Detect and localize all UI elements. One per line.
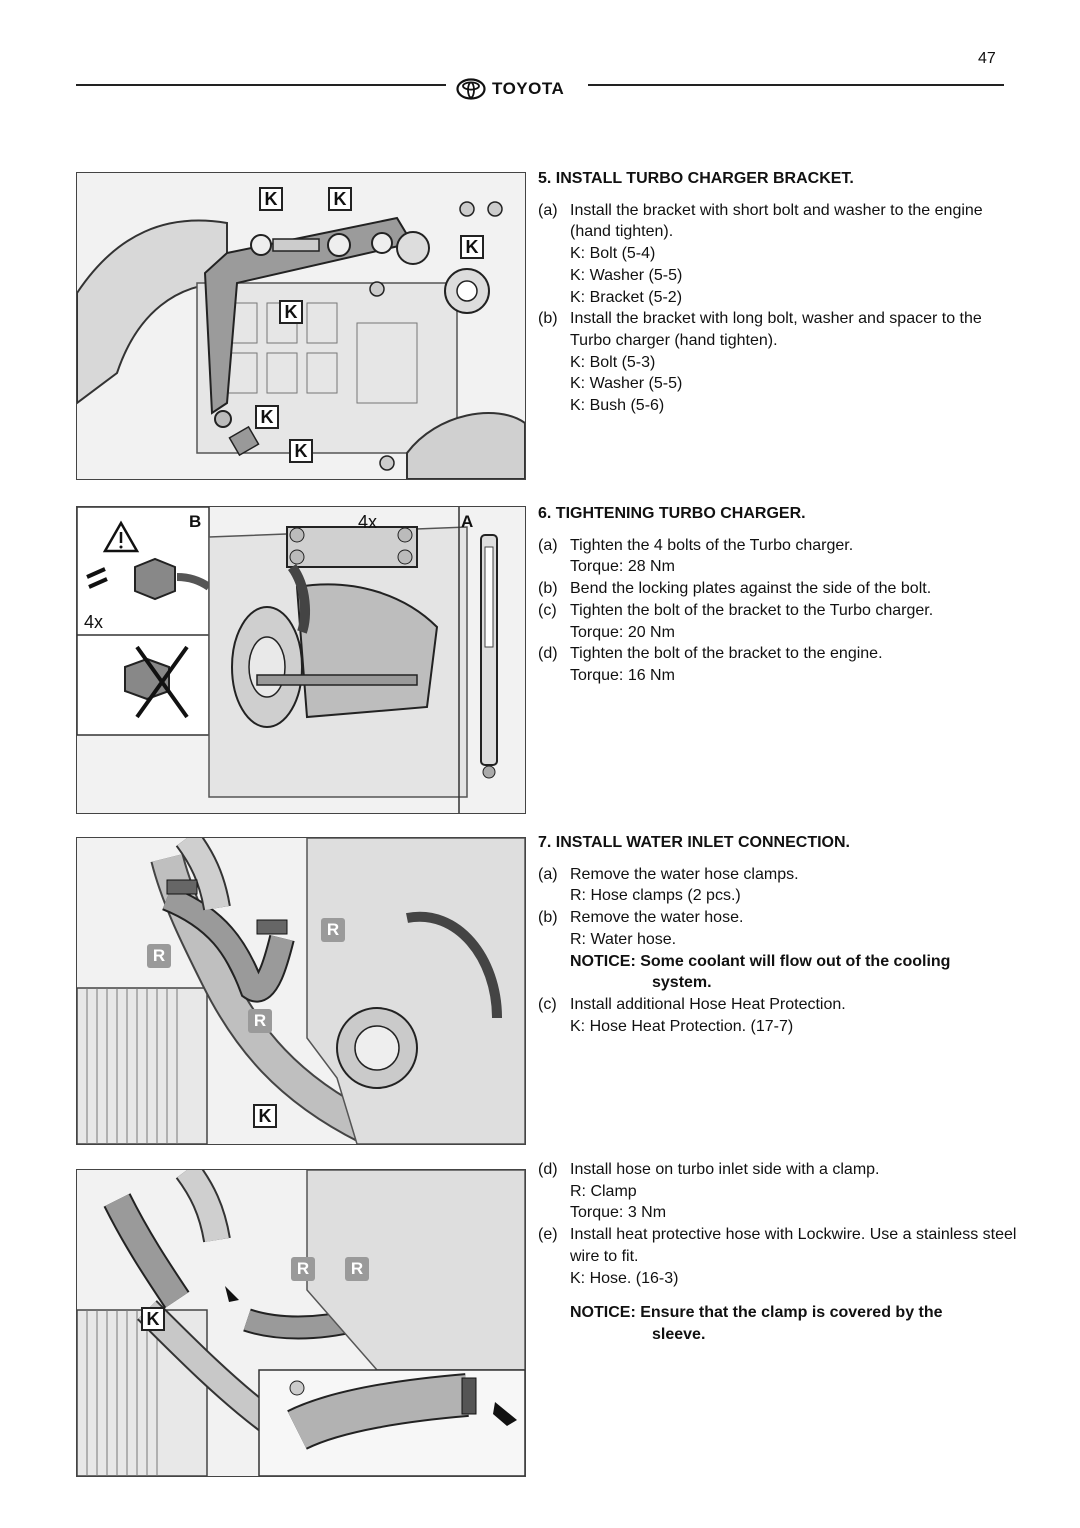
part-item: K: Bolt (5-3) (570, 353, 656, 371)
step-marker: (d) (538, 645, 558, 663)
step-marker: (b) (538, 580, 558, 598)
part-item: K: Bush (5-6) (570, 397, 665, 415)
step-text: Install heat protective hose with Lockwi… (570, 1226, 1017, 1265)
toyota-emblem-icon (456, 78, 486, 100)
step-5a: (a) Install the bracket with short bolt … (538, 200, 1018, 243)
step-text: Remove the water hose clamps. (570, 865, 799, 883)
part-item: K: Washer (5-5) (570, 266, 683, 284)
step-7c: (c) Install additional Hose Heat Protect… (538, 994, 1018, 1016)
callout-k-1: K (259, 187, 283, 211)
notice-head: NOTICE: Some coolant will flow out of th… (570, 952, 951, 970)
part-item: K: Hose. (16-3) (570, 1269, 679, 1287)
figure-hose-install: R R K (76, 1169, 526, 1477)
section-7: 7. INSTALL WATER INLET CONNECTION. (a) R… (538, 832, 1018, 1037)
step-text: Remove the water hose. (570, 909, 744, 927)
section-7-title: 7. INSTALL WATER INLET CONNECTION. (538, 834, 850, 851)
section-6: 6. TIGHTENING TURBO CHARGER. (a) Tighten… (538, 503, 1018, 687)
step-text: Install the bracket with long bolt, wash… (570, 310, 982, 349)
figure-water-hose-removal: R R R K (76, 837, 526, 1145)
callout-k-2: K (328, 187, 352, 211)
section-7-continued: (d) Install hose on turbo inlet side wit… (538, 1159, 1018, 1346)
callout-r-3: R (248, 1009, 272, 1033)
step-text: Install the bracket with short bolt and … (570, 201, 983, 241)
water-hose-illustration (77, 838, 525, 1144)
page-number: 47 (978, 50, 996, 67)
part-item: R: Water hose. (570, 930, 677, 948)
engine-bracket-illustration (77, 173, 525, 479)
callout-r-1: R (291, 1257, 315, 1281)
callout-k-3: K (460, 235, 484, 259)
step-6c: (c) Tighten the bolt of the bracket to t… (538, 600, 1018, 622)
label-4x-top: 4x (358, 512, 378, 532)
section-5-title: 5. INSTALL TURBO CHARGER BRACKET. (538, 170, 854, 187)
part-item: K: Bolt (5-4) (570, 245, 656, 263)
notice-head: NOTICE: Ensure that the clamp is covered… (570, 1304, 943, 1322)
callout-k-hose: K (253, 1104, 277, 1128)
header-rule-left (76, 84, 446, 86)
step-marker: (e) (538, 1226, 558, 1244)
torque-spec: Torque: 20 Nm (570, 623, 675, 641)
step-text: Bend the locking plates against the side… (570, 580, 932, 598)
step-7e: (e) Install heat protective hose with Lo… (538, 1224, 1018, 1267)
callout-r-2: R (345, 1257, 369, 1281)
part-item: R: Clamp (570, 1182, 637, 1200)
step-6a: (a) Tighten the 4 bolts of the Turbo cha… (538, 535, 1018, 557)
step-marker: (c) (538, 601, 557, 619)
brand-name: TOYOTA (492, 79, 565, 98)
step-marker: (a) (538, 201, 558, 219)
step-text: Tighten the 4 bolts of the Turbo charger… (570, 536, 854, 554)
turbo-tightening-illustration (77, 507, 525, 813)
torque-spec: Torque: 3 Nm (570, 1204, 667, 1222)
torque-spec: Torque: 16 Nm (570, 666, 675, 684)
section-5: 5. INSTALL TURBO CHARGER BRACKET. (a) In… (538, 168, 1018, 417)
part-item: K: Hose Heat Protection. (17-7) (570, 1017, 794, 1035)
part-item: K: Bracket (5-2) (570, 288, 683, 306)
label-b: B (189, 512, 202, 531)
callout-r-1: R (321, 918, 345, 942)
toyota-logo: TOYOTA (456, 76, 580, 102)
notice-cont: sleeve. (652, 1325, 706, 1343)
callout-k-5: K (255, 405, 279, 429)
torque-spec: Torque: 28 Nm (570, 558, 675, 576)
callout-k-hose: K (141, 1307, 165, 1331)
step-7b: (b) Remove the water hose. (538, 907, 1018, 929)
section-6-title: 6. TIGHTENING TURBO CHARGER. (538, 505, 806, 522)
notice-cont: system. (652, 974, 712, 992)
label-4x-left: 4x (84, 612, 104, 632)
step-marker: (c) (538, 995, 557, 1013)
callout-r-2: R (147, 944, 171, 968)
step-marker: (b) (538, 310, 558, 328)
step-marker: (b) (538, 909, 558, 927)
step-text: Tighten the bolt of the bracket to the e… (570, 645, 883, 663)
figure-tightening-turbo: B 4x A 4x (76, 506, 526, 814)
step-text: Install hose on turbo inlet side with a … (570, 1161, 880, 1178)
callout-k-4: K (279, 300, 303, 324)
header-rule-right (588, 84, 1004, 86)
step-marker: (d) (538, 1161, 558, 1178)
step-7d: (d) Install hose on turbo inlet side wit… (538, 1159, 1018, 1181)
notice-clamp: NOTICE: Ensure that the clamp is covered… (538, 1302, 1018, 1345)
figure-bracket-install: K K K K K K (76, 172, 526, 480)
notice-coolant: NOTICE: Some coolant will flow out of th… (538, 951, 1018, 994)
step-marker: (a) (538, 865, 558, 883)
step-7a: (a) Remove the water hose clamps. (538, 864, 1018, 886)
step-5b: (b) Install the bracket with long bolt, … (538, 308, 1018, 351)
part-item: K: Washer (5-5) (570, 375, 683, 393)
callout-k-6: K (289, 439, 313, 463)
step-6d: (d) Tighten the bolt of the bracket to t… (538, 643, 1018, 665)
step-text: Tighten the bolt of the bracket to the T… (570, 601, 934, 619)
step-6b: (b) Bend the locking plates against the … (538, 578, 1018, 600)
part-item: R: Hose clamps (2 pcs.) (570, 887, 741, 905)
label-a: A (461, 512, 474, 531)
step-text: Install additional Hose Heat Protection. (570, 995, 846, 1013)
step-marker: (a) (538, 536, 558, 554)
